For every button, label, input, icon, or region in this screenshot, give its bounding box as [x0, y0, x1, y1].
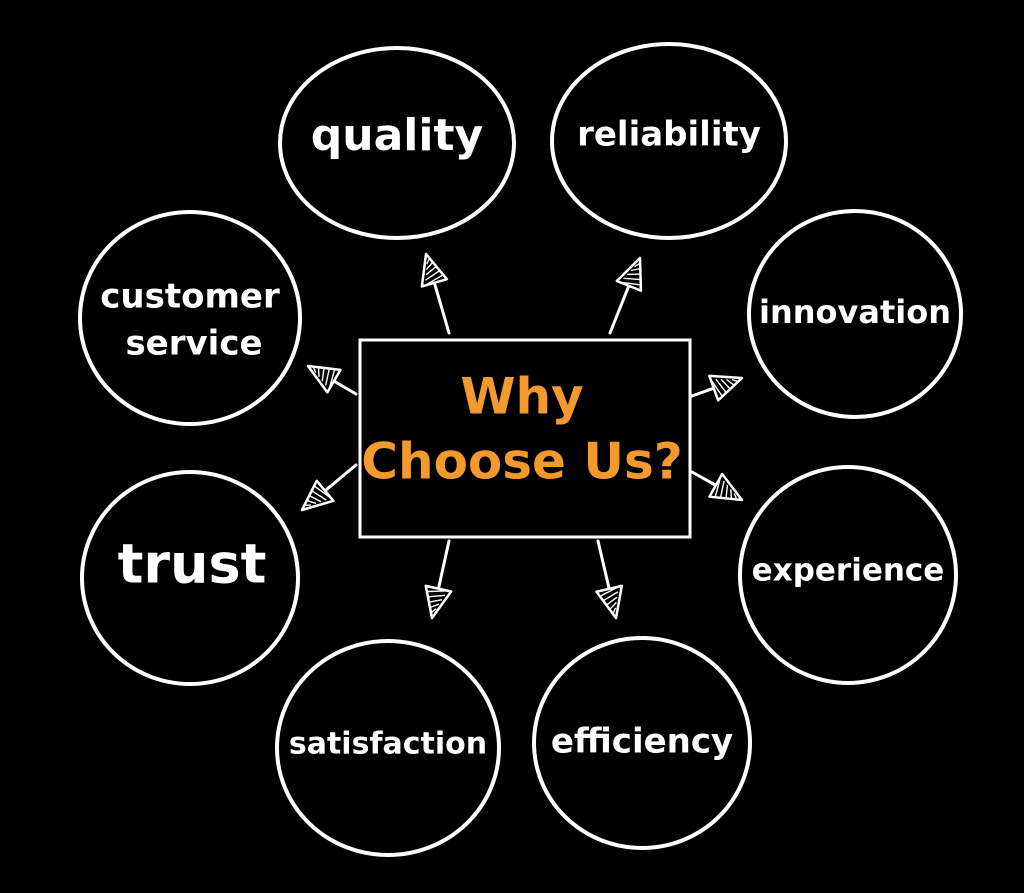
- arrow-to-experience-head: [708, 472, 744, 502]
- arrow-to-trust: [300, 463, 358, 512]
- arrow-to-customer-service: [306, 364, 358, 396]
- bubble-trust-label: trust: [118, 533, 267, 596]
- arrows: [300, 252, 744, 620]
- bubble-trust-outline: [80, 470, 300, 686]
- bubble-reliability-label: reliability: [577, 115, 761, 155]
- arrow-to-quality-shaft: [432, 281, 451, 335]
- arrow-to-reliability: [608, 256, 643, 335]
- bubble-satisfaction-outline: [275, 639, 501, 857]
- arrow-to-efficiency: [595, 539, 624, 620]
- arrow-to-innovation: [690, 374, 744, 402]
- bubble-experience: experience: [738, 465, 958, 685]
- bubble-innovation-label: innovation: [759, 293, 951, 331]
- bubble-experience-outline: [738, 465, 958, 685]
- arrow-to-satisfaction: [424, 539, 453, 620]
- arrow-to-experience-hatch: [714, 476, 738, 500]
- bubble-trust: trust: [80, 470, 300, 686]
- center-title-line2: Choose Us?: [361, 433, 682, 491]
- bubble-experience-label: experience: [752, 553, 945, 589]
- arrow-to-trust-hatch: [304, 485, 332, 506]
- arrow-to-experience: [690, 470, 744, 502]
- bubble-quality-outline: [278, 46, 516, 240]
- arrow-to-experience-shaft: [690, 470, 718, 487]
- bubble-efficiency-outline: [532, 636, 752, 850]
- arrow-to-efficiency-hatch: [600, 585, 620, 614]
- arrow-to-trust-head: [300, 479, 335, 512]
- arrow-to-innovation-shaft: [690, 386, 716, 398]
- center-box: [358, 338, 692, 539]
- bubble-reliability: reliability: [550, 42, 788, 240]
- arrow-to-reliability-shaft: [608, 284, 631, 335]
- bubble-efficiency: efficiency: [532, 636, 752, 850]
- bubble-customer-service-label-line1: customer: [100, 277, 280, 317]
- arrow-to-trust-shaft: [323, 463, 358, 493]
- bubble-satisfaction: satisfaction: [275, 639, 501, 857]
- arrow-to-satisfaction-head: [424, 584, 453, 620]
- arrow-to-customer-service-shaft: [332, 379, 358, 396]
- bubble-quality-label: quality: [311, 110, 483, 161]
- center-node: Why Choose Us?: [358, 338, 692, 539]
- arrow-to-innovation-hatch: [709, 378, 739, 396]
- center-title-line1: Why: [460, 368, 583, 426]
- bubble-customer-service-outline: [78, 210, 302, 426]
- arrow-to-efficiency-shaft: [596, 539, 611, 591]
- arrow-to-customer-service-hatch: [312, 366, 336, 390]
- arrow-to-satisfaction-hatch: [427, 590, 449, 614]
- bubble-innovation-outline: [747, 209, 963, 419]
- bubble-innovation: innovation: [747, 209, 963, 419]
- bubble-customer-service-label-line2: service: [125, 324, 262, 364]
- bubble-customer-service: customer service: [78, 210, 302, 426]
- arrow-to-reliability-hatch: [619, 262, 641, 286]
- arrow-to-customer-service-head: [306, 364, 342, 394]
- bubble-quality: quality: [278, 46, 516, 240]
- bubble-efficiency-label: efficiency: [551, 722, 733, 762]
- bubble-satisfaction-label: satisfaction: [289, 727, 487, 762]
- bubble-reliability-outline: [550, 42, 788, 240]
- arrow-to-quality-hatch: [424, 258, 443, 287]
- arrow-to-quality: [420, 252, 451, 335]
- arrow-to-satisfaction-shaft: [436, 539, 451, 591]
